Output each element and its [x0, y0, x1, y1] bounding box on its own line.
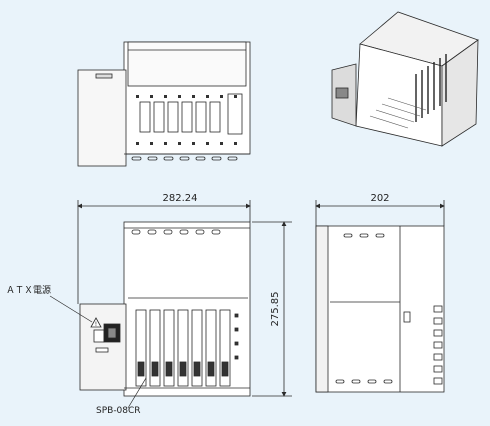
top-view-slot-markers: [136, 95, 237, 145]
top-view-rear-rail: [127, 41, 247, 87]
side-bottom-slots: [335, 379, 393, 384]
side-rail: [315, 225, 329, 393]
side-top-slots: [343, 233, 385, 238]
side-chassis: [315, 225, 445, 393]
top-view: [77, 41, 251, 167]
front-psu-panel: [79, 303, 127, 391]
dimension-height: 275.85: [270, 292, 281, 327]
top-view-vent-slots: [131, 156, 238, 161]
label-atx-power: ＡＴＸ電源: [6, 285, 51, 296]
front-slot-handles: [137, 361, 229, 377]
iso-card-slots: [415, 54, 447, 122]
isometric-view: [331, 11, 479, 147]
side-connectors: [433, 305, 443, 385]
svg-text:!: !: [95, 321, 97, 328]
power-switch: [93, 329, 105, 343]
front-card-slots: [135, 309, 231, 387]
dimension-width: 282.24: [163, 193, 198, 204]
top-view-card-guides: [139, 93, 243, 135]
front-view: !: [49, 200, 292, 409]
label-backplane: SPB-08CR: [96, 406, 141, 416]
dimension-depth: 202: [370, 193, 389, 204]
warning-icon: [90, 317, 102, 328]
top-view-psu: [77, 69, 127, 167]
front-top-slots: [131, 229, 221, 235]
iso-side-face: [441, 39, 479, 147]
side-view: [315, 200, 445, 393]
